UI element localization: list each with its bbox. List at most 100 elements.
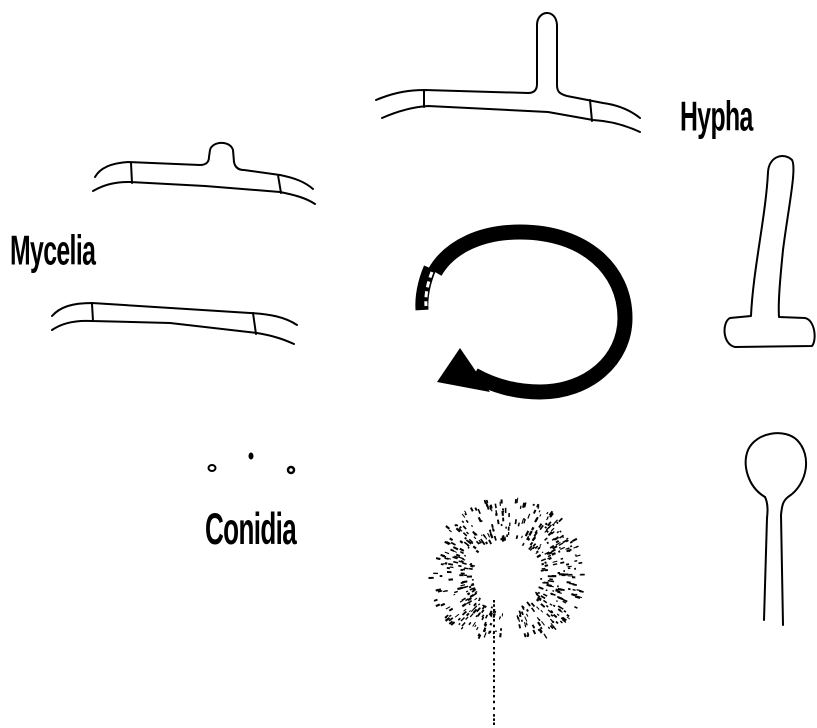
conidium-dot [460,549,464,551]
conidium-dot [523,503,524,508]
conidium-dot [490,530,491,532]
conidium-dot [468,547,469,548]
conidium-dot [528,538,529,540]
conidium-dot [450,538,453,540]
conidium-dot [538,622,540,626]
conidium-dot [518,523,519,527]
conidium-dot [541,596,545,599]
conidium-dot [553,564,557,565]
conidium-dot [492,607,493,609]
conidium-dot [483,534,485,537]
conidium-dot [560,589,565,590]
conidium-dot [464,542,468,545]
conidium-dot [475,592,477,593]
conidium-dot [526,614,528,617]
label-mycelia: Mycelia [10,230,95,272]
conidium-dot [529,531,532,536]
conidium-dot [468,598,472,600]
conidium-dot [495,536,496,541]
conidium-dot [485,624,486,627]
conidium-dot [478,509,480,514]
conidium-dot [472,525,473,526]
conidium-dot [469,587,471,588]
conidium-dot [500,633,501,637]
conidium-dot [545,562,547,563]
conidium-dot [570,546,572,547]
mycelium-lower-sketch [52,303,297,344]
conidium-dot [556,616,557,617]
conidium-dot [469,622,471,624]
conidium-dot [466,540,468,542]
conidium-dot [446,526,450,529]
conidiophore-vesicle-sketch [746,433,806,625]
conidium-dot [461,585,466,586]
conidium-dot [541,604,545,607]
conidium-dot [434,600,438,601]
conidium-dot [470,564,472,565]
conidium-dot [464,568,469,569]
conidium-dot [478,604,479,606]
conidium-dot [576,546,579,547]
conidium-dot [542,552,543,553]
conidium-dot [566,540,568,541]
conidium-dot [574,561,577,562]
conidium-dot [458,566,461,567]
conidium-dot [535,546,538,548]
conidium-dot [535,592,538,594]
conidium-dot [463,526,466,529]
conidium-dot [547,542,549,543]
conidium-dot [546,523,547,525]
conidium-dot [466,591,468,592]
conidium-dot [567,582,571,583]
conidium-dot [537,599,539,601]
conidium-dot [542,564,544,565]
conidium-dot [449,609,452,611]
conidium-dot [580,591,584,592]
conidium-dot [466,617,468,620]
conidium-dot [438,591,442,592]
conidium-dot [470,595,473,597]
conidium-dot [520,615,521,617]
conidium-dot [533,630,535,634]
conidium-dot [492,524,493,528]
conidium-dot [537,607,540,610]
conidium-dot [547,512,548,514]
conidium-dot [462,514,465,518]
conidium-dot [559,518,562,521]
conidium-dot [462,623,465,627]
conidium-dot [454,591,458,592]
conidium-dot [473,609,476,613]
conidium-dot [566,538,568,539]
conidium-dot [522,536,523,538]
conidium-dot [459,557,464,559]
conidium-dot [519,611,520,615]
conidium-dot [477,541,480,544]
conidium-dot [535,518,537,522]
conidium-dot [562,537,563,538]
conidium-dot [525,617,527,622]
conidium-dot [488,533,490,537]
conidium-dot [560,547,564,549]
conidium-dot [498,520,499,525]
conidium-dot [551,550,555,552]
conidium-dot [526,531,528,536]
conidium-dot [567,615,569,617]
conidium-dot [541,627,542,629]
conidium-dot [523,606,524,608]
conidium-dot [436,558,440,559]
conidium-dot [489,631,490,634]
conidium-dot [486,542,487,544]
conidium-dot [556,590,559,591]
conidium-dot [548,627,549,629]
conidium-dot [456,555,460,557]
conidium-dot [546,590,548,591]
conidium-dot [539,547,541,548]
conidium-dot [451,550,454,552]
label-hypha: Hypha [680,96,753,138]
conidium-dot [572,539,577,541]
conidium-dot [449,530,452,532]
conidium-dot [465,513,466,515]
conidium-dot [525,625,526,627]
conidium-dot [436,589,441,590]
conidium-dot [557,532,559,533]
